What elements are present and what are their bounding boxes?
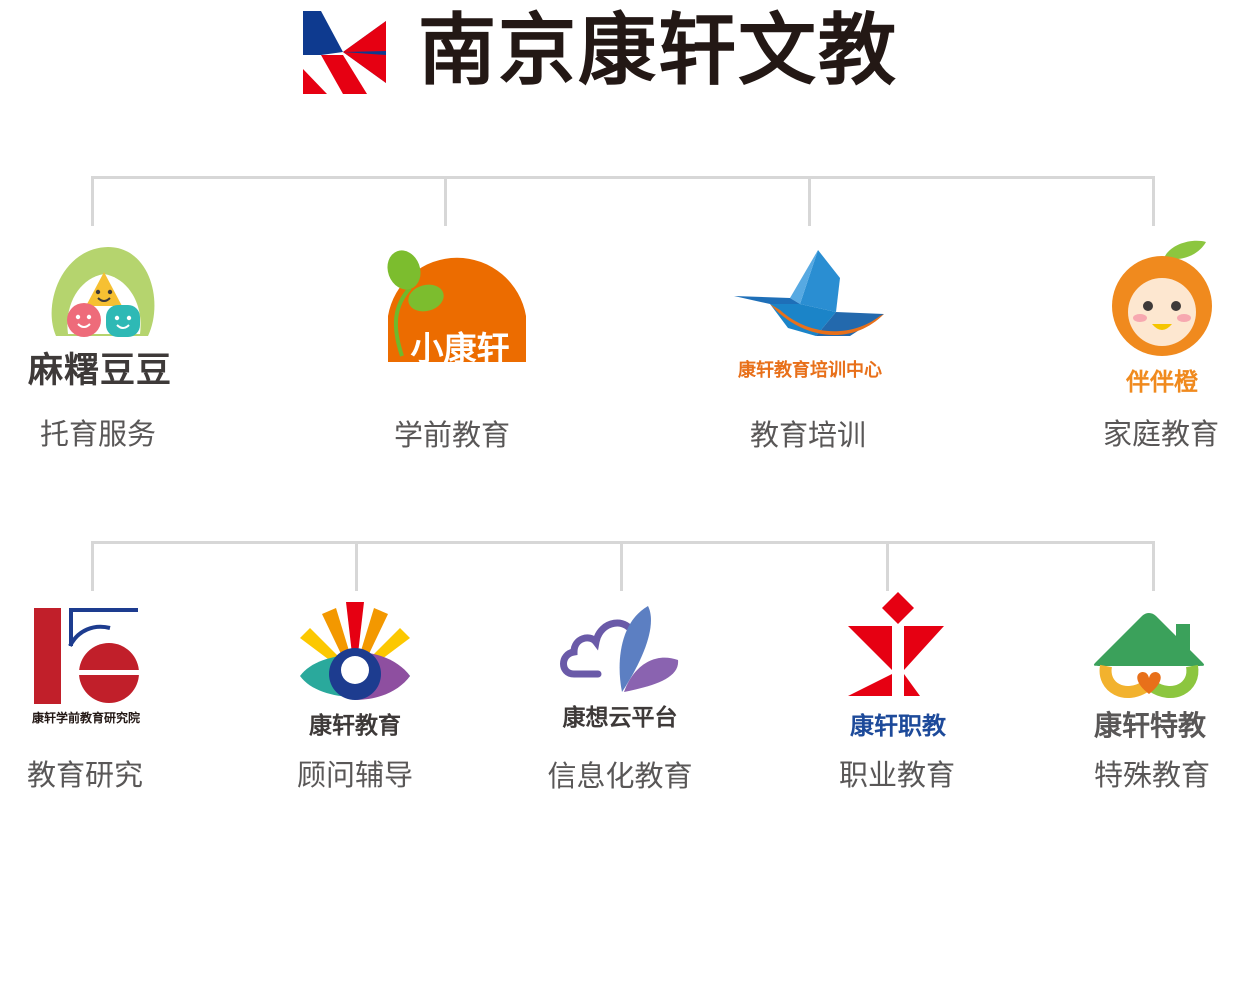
- special-education-logo: 康轩特教: [1080, 604, 1218, 744]
- cloud-platform-logo: 康想云平台: [552, 602, 692, 732]
- caption-preschool: 学前教育: [393, 418, 511, 452]
- caption-vocational: 职业教育: [838, 758, 956, 792]
- logo-text: 康轩学前教育研究院: [31, 711, 141, 725]
- logo-text: 康轩职教: [850, 712, 946, 740]
- mashu-doudou-logo: 麻糬豆豆: [24, 244, 184, 394]
- vocational-logo: 康轩职教: [840, 590, 960, 740]
- logo-text: 康轩教育: [309, 713, 401, 739]
- logo-text: 小康轩: [410, 329, 510, 368]
- logo-text: 康轩特教: [1093, 709, 1207, 742]
- banbancheng-logo: 伴伴橙: [1106, 236, 1218, 396]
- caption-research: 教育研究: [26, 758, 144, 792]
- caption-consulting: 顾问辅导: [296, 758, 414, 792]
- training-center-logo: 康轩教育培训中心: [730, 248, 890, 381]
- caption-special: 特殊教育: [1093, 758, 1211, 792]
- logo-text: 伴伴橙: [1126, 368, 1198, 396]
- research-institute-logo: 康轩学前教育研究院: [22, 606, 152, 731]
- logo-text: 康想云平台: [562, 705, 678, 731]
- logo-text: 麻糬豆豆: [27, 351, 173, 391]
- logo-text: 康轩教育培训中心: [738, 360, 882, 381]
- caption-it-education: 信息化教育: [547, 759, 693, 793]
- caption-training: 教育培训: [749, 418, 867, 452]
- xiao-kangxuan-logo: 小康轩: [380, 246, 530, 368]
- consulting-logo: 康轩教育: [296, 598, 414, 739]
- caption-family: 家庭教育: [1102, 417, 1220, 451]
- brand-logo-icon: [303, 11, 386, 94]
- brand-name: 南京康轩文教: [418, 6, 899, 96]
- caption-childcare: 托育服务: [39, 417, 157, 451]
